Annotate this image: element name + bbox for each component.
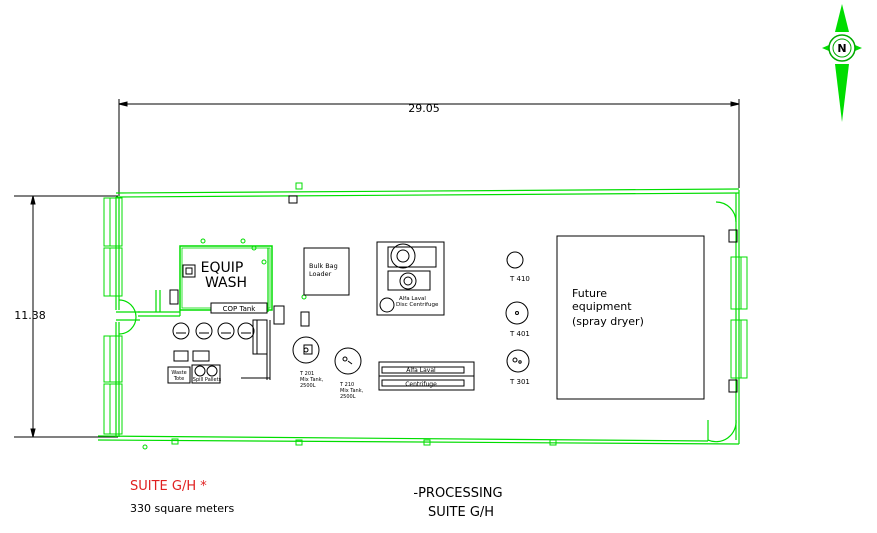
waste-tote-label-1: Waste — [171, 370, 186, 376]
north-arrow-icon — [822, 4, 862, 122]
tank-t201 — [292, 336, 320, 364]
left-windows — [103, 197, 123, 435]
future-equipment-area — [556, 235, 705, 400]
t410-label: T 410 — [509, 275, 530, 283]
future-label-1: Future — [572, 287, 607, 300]
bulk-bag-label-1: Bulk Bag — [309, 262, 338, 270]
bulk-bag-label-2: Loader — [309, 270, 332, 278]
t301-label: T 301 — [509, 378, 530, 386]
tank-t401 — [505, 301, 529, 325]
alfa-decanter-centrifuge — [378, 361, 475, 391]
suite-caption-1: -PROCESSING — [413, 486, 502, 501]
suite-caption-2: SUITE G/H — [428, 505, 494, 520]
t401-label: T 401 — [509, 330, 530, 338]
cop-tank-label: COP Tank — [223, 305, 257, 313]
small-tanks — [172, 305, 310, 362]
alfa-decanter-label-2: Centrifuge — [405, 381, 437, 388]
t210-label-3: 2500L — [340, 394, 356, 400]
rack-unit — [241, 319, 271, 380]
t201-label-2: Mix Tank, — [300, 377, 324, 383]
equip-wash-label-1: EQUIP — [201, 260, 244, 276]
height-dimension-label: 11.38 — [14, 309, 46, 322]
tank-t410 — [506, 251, 524, 269]
equip-wash-label-2: WASH — [205, 275, 247, 291]
compass-label: N — [837, 42, 846, 55]
height-dimension — [14, 195, 118, 438]
tank-t301 — [506, 349, 530, 373]
tank-t210 — [334, 347, 362, 375]
t210-label-1: T 210 — [339, 382, 354, 388]
waste-tote — [167, 366, 191, 384]
right-windows — [728, 229, 748, 393]
cop-tank — [210, 302, 268, 314]
width-dimension-label: 29.05 — [408, 102, 440, 115]
alfa-decanter-label-1: Alfa Laval — [406, 367, 436, 374]
width-dimension — [118, 99, 740, 196]
t210-label-2: Mix Tank, — [340, 388, 364, 394]
future-label-3: (spray dryer) — [572, 315, 644, 328]
alfa-disc-label-2: Disc Centrifuge — [396, 302, 439, 308]
t201-label-1: T 201 — [299, 371, 314, 377]
alfa-disc-centrifuge — [376, 241, 445, 316]
spill-pallets — [191, 364, 221, 384]
alfa-disc-label-1: Alfa Laval — [399, 296, 426, 302]
suite-area: 330 square meters — [130, 502, 235, 515]
wall-markers — [142, 182, 557, 450]
bulk-bag-loader — [303, 247, 350, 296]
interior-walls — [138, 248, 269, 317]
spill-pallets-label: Spill Pallets — [193, 377, 222, 383]
suite-name: SUITE G/H * — [130, 479, 207, 494]
t201-label-3: 2500L — [300, 383, 316, 389]
future-label-2: equipment — [572, 300, 632, 313]
waste-tote-label-2: Tote — [173, 376, 184, 382]
